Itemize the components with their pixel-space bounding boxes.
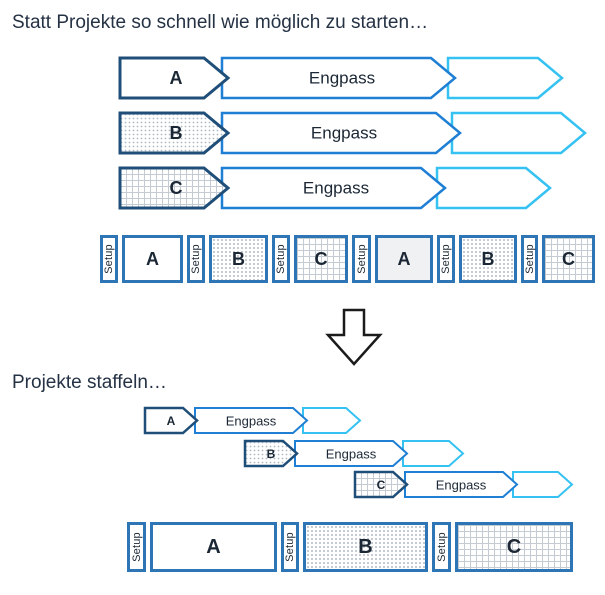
- project-label: C: [377, 478, 386, 492]
- setup-label: Setup: [130, 532, 143, 562]
- arrow-shape: [446, 56, 564, 100]
- bottleneck-label: Engpass: [436, 478, 487, 493]
- project-block-b: B: [303, 522, 428, 572]
- setup-segment: Setup: [521, 235, 538, 283]
- setup-label: Setup: [275, 244, 287, 274]
- project-a-arrow-small: A: [143, 406, 199, 435]
- project-label: B: [267, 447, 276, 461]
- block-label: B: [358, 535, 373, 558]
- project-b-arrow-small: B: [243, 439, 299, 468]
- block-label: A: [397, 248, 411, 269]
- setup-segment: Setup: [432, 522, 451, 572]
- arrow-shape: [194, 407, 309, 434]
- arrow-shape: [325, 308, 383, 366]
- setup-label: Setup: [284, 532, 296, 562]
- setup-label: Setup: [355, 244, 368, 274]
- setup-segment: Setup: [127, 522, 146, 572]
- arrow-shape: [402, 440, 465, 467]
- block-label: B: [232, 248, 245, 269]
- setup-segment: Setup: [352, 235, 371, 283]
- bottleneck-label: Engpass: [226, 414, 277, 429]
- bottleneck-arrow-a: Engpass: [220, 56, 457, 100]
- project-label: B: [170, 123, 183, 143]
- project-block-a: A: [150, 522, 277, 572]
- bottleneck-arrow-c-small: Engpass: [404, 471, 519, 498]
- setup-segment: Setup: [437, 235, 455, 283]
- project-block-a2: A: [375, 235, 433, 283]
- bottleneck-label: Engpass: [303, 179, 369, 198]
- arrow-shape: [404, 471, 519, 498]
- project-c-arrow: C: [118, 166, 231, 210]
- arrow-shape: [353, 470, 409, 499]
- tail-arrow-a-small: [302, 407, 362, 434]
- block-label: C: [314, 248, 328, 269]
- arrow-shape: [220, 56, 457, 100]
- project-label: A: [167, 414, 176, 428]
- arrow-shape: [294, 440, 409, 467]
- tail-arrow-a: [446, 56, 564, 100]
- arrow-shape: [450, 111, 587, 155]
- tail-arrow-c: [435, 166, 552, 210]
- setup-label: Setup: [435, 532, 448, 562]
- bottleneck-arrow-a-small: Engpass: [194, 407, 309, 434]
- project-block-c: C: [455, 522, 573, 572]
- setup-label: Setup: [103, 244, 115, 274]
- project-b-arrow: B: [118, 111, 231, 155]
- setup-label: Setup: [523, 244, 536, 274]
- project-label: C: [170, 178, 183, 198]
- down-arrow-icon: [325, 308, 383, 366]
- arrow-shape: [118, 111, 231, 155]
- block-label: A: [146, 248, 159, 269]
- bottleneck-label: Engpass: [311, 124, 377, 143]
- bottleneck-arrow-b-small: Engpass: [294, 440, 409, 467]
- project-label: A: [170, 68, 183, 88]
- arrow-shape: [302, 407, 362, 434]
- setup-label: Setup: [190, 244, 202, 274]
- title-bottom: Projekte staffeln…: [12, 372, 167, 393]
- tail-arrow-c-small: [512, 471, 574, 498]
- arrow-shape: [220, 166, 447, 210]
- project-block-b2: B: [459, 235, 517, 283]
- arrow-shape: [118, 56, 231, 100]
- setup-segment: Setup: [281, 522, 299, 572]
- project-block-c: C: [294, 235, 348, 283]
- setup-segment: Setup: [187, 235, 205, 283]
- arrow-shape: [435, 166, 552, 210]
- block-label: A: [206, 535, 221, 558]
- arrow-shape: [243, 439, 299, 468]
- tail-arrow-b: [450, 111, 587, 155]
- setup-segment: Setup: [100, 235, 118, 283]
- tail-arrow-b-small: [402, 440, 465, 467]
- project-block-c2: C: [542, 235, 595, 283]
- arrow-shape: [512, 471, 574, 498]
- bottleneck-arrow-b: Engpass: [220, 111, 462, 155]
- setup-label: Setup: [440, 244, 452, 274]
- arrow-shape: [118, 166, 231, 210]
- title-top: Statt Projekte so schnell wie möglich zu…: [12, 12, 429, 33]
- block-label: C: [506, 535, 522, 558]
- block-label: C: [562, 248, 575, 269]
- project-a-arrow: A: [118, 56, 231, 100]
- project-block-b: B: [209, 235, 268, 283]
- project-c-arrow-small: C: [353, 470, 409, 499]
- setup-segment: Setup: [272, 235, 290, 283]
- arrow-shape: [220, 111, 462, 155]
- block-label: B: [481, 248, 495, 269]
- arrow-shape: [143, 406, 199, 435]
- bottleneck-arrow-c: Engpass: [220, 166, 447, 210]
- bottleneck-label: Engpass: [326, 447, 377, 462]
- project-block-a: A: [122, 235, 183, 283]
- bottleneck-label: Engpass: [309, 69, 375, 88]
